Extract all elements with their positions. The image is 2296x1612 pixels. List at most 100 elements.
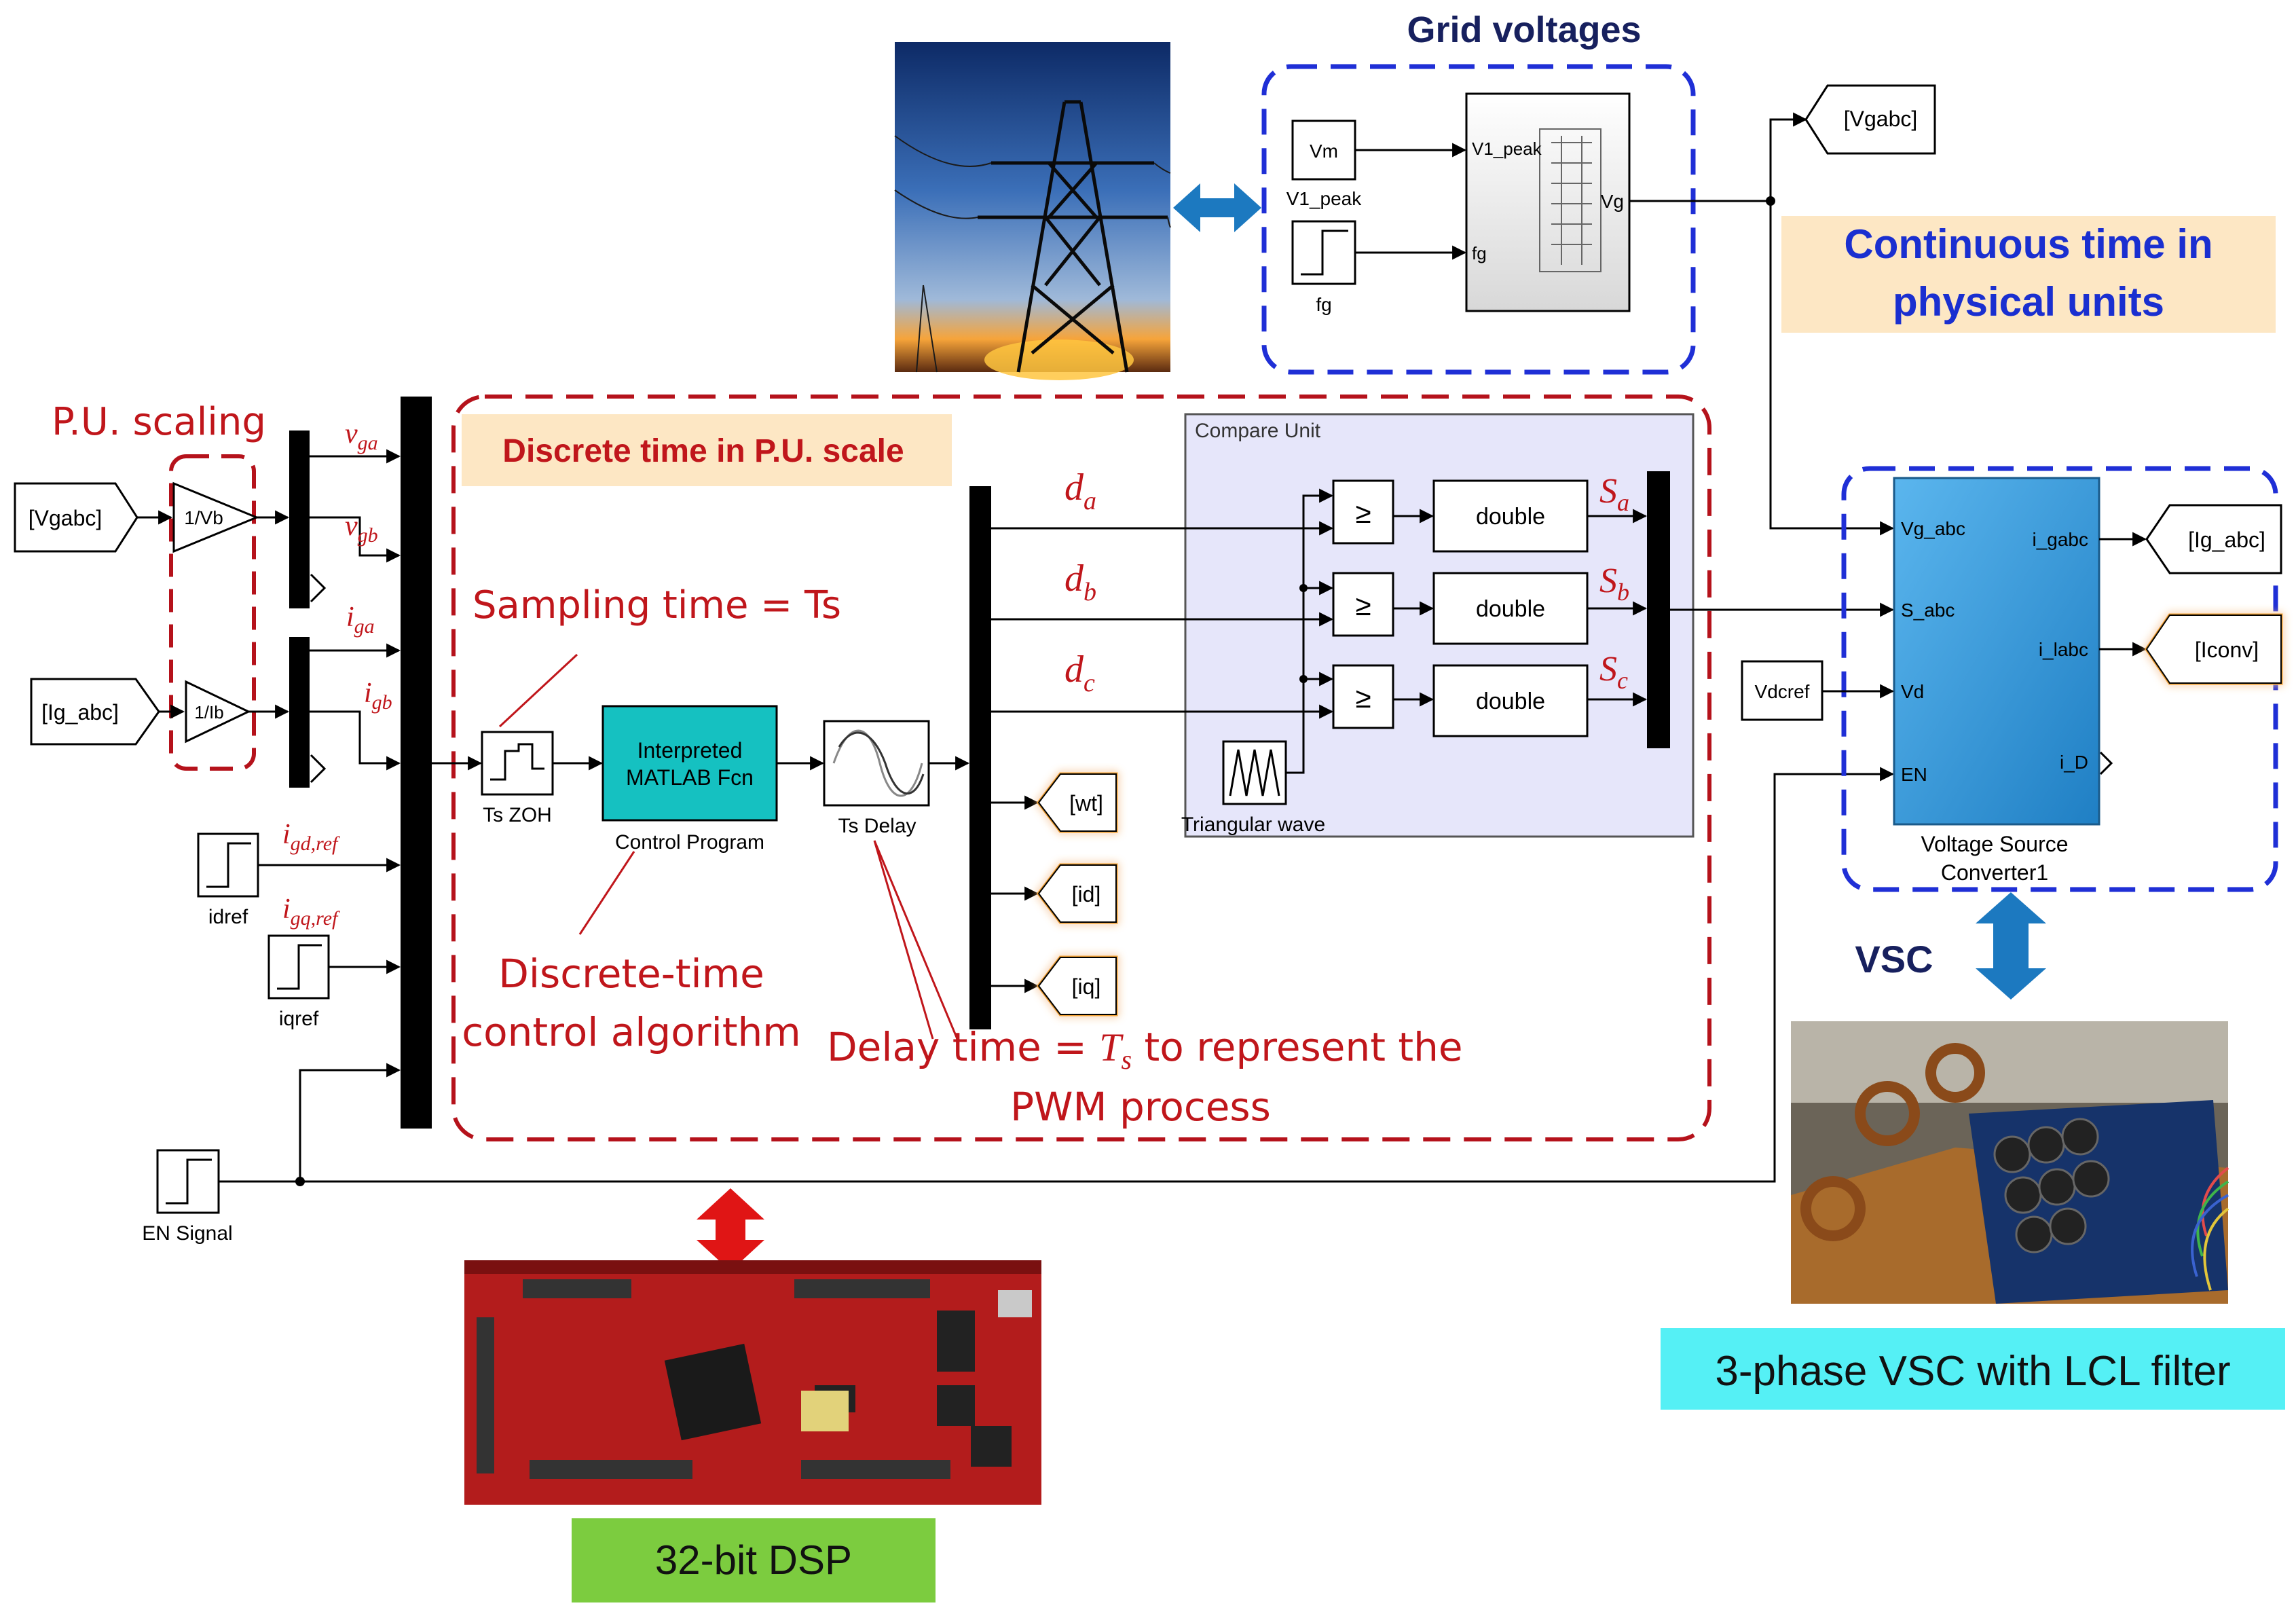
vsc-double-arrow-icon [1976,892,2046,1000]
comparator-c[interactable] [1332,664,1394,729]
fg-label: fg [1316,294,1331,315]
vgabc-from-label: [Vgabc] [29,506,103,530]
ts-delay-label: Ts Delay [838,815,916,837]
dsp-double-arrow-icon [697,1188,764,1271]
source-in-fg: fg [1472,243,1487,263]
vsc-out-id: i_D [2060,752,2088,773]
signal-d-b: db [1064,557,1096,606]
ts-zoh-label: Ts ZOH [483,804,552,826]
gain-vb-label: 1/Vb [184,507,223,528]
comparator-c-symbol: ≥ [1355,682,1371,714]
vgabc-from-tag[interactable] [14,482,138,553]
demux-i-bar[interactable] [289,637,310,788]
control-program-label: Control Program [615,831,764,854]
signal-i-gqref: igq,ref [282,894,340,930]
comparator-a-symbol: ≥ [1355,497,1371,529]
signal-i-ga: iga [346,602,375,638]
double-convert-a[interactable] [1432,479,1589,553]
vsc-hardware-photo [1791,1021,2229,1304]
double-c-label: double [1476,689,1545,714]
signal-s-a: Sa [1599,472,1629,516]
interpreted-line1: Interpreted [637,738,743,763]
mux-s-bar[interactable] [1647,471,1670,748]
id-goto-label: [id] [1072,882,1101,906]
discrete-time-frame [451,395,1711,1141]
compare-unit-label: Compare Unit [1195,420,1321,442]
vsc-caption-box [1661,1328,2285,1410]
sampling-pointer [498,653,578,728]
discrete-time-title: Discrete time in P.U. scale [502,433,904,469]
demux-v-bar[interactable] [289,431,310,608]
dsp-caption-box [572,1518,936,1602]
delay-pointer-1 [873,840,934,1040]
gain-ib-block[interactable] [185,680,251,744]
wt-goto-label: [wt] [1069,791,1103,816]
comparator-b[interactable] [1332,572,1394,637]
double-a-label: double [1476,504,1545,530]
interpreted-line2: MATLAB Fcn [626,765,754,790]
grid-double-arrow-icon [1173,183,1261,232]
mux-bar[interactable] [401,397,432,1129]
step-icon [1301,230,1348,276]
zoh-staircase-icon [490,743,544,781]
signal-v-ga: vga [345,418,378,454]
dsp-caption: 32-bit DSP [655,1537,852,1583]
vsc-out-ig: i_gabc [2032,529,2088,550]
igabc-from-tag[interactable] [30,678,160,746]
dsp-board-photo [464,1260,1041,1505]
ts-delay-block[interactable] [823,720,930,807]
grid-voltages-title: Grid voltages [1407,10,1641,50]
vsc-name-line2: Converter1 [1941,860,2048,885]
idref-label: idref [208,906,248,928]
delay-waveform-icon [832,729,925,797]
signal-s-b: Sb [1599,562,1629,606]
double-convert-c[interactable] [1432,664,1589,737]
iqref-label: iqref [279,1008,319,1030]
step-icon [206,842,251,888]
discrete-alg-line1: Discrete-time [498,951,764,997]
interpreted-matlab-fcn-block[interactable] [601,705,778,822]
continuous-time-box [1781,216,2276,333]
vm-constant-block[interactable] [1291,120,1356,181]
igabc-goto-label: [Ig_abc] [2188,528,2265,552]
vgabc-goto-label: [Vgabc] [1844,107,1918,131]
signal-i-gdref: igd,ref [282,819,340,855]
vdcref-label: Vdcref [1755,681,1810,702]
step-icon [166,1158,212,1205]
vsc-title: VSC [1855,938,1933,981]
igabc-from-label: [Ig_abc] [41,700,119,725]
three-phase-source-block[interactable] [1465,92,1631,312]
vsc-in-s: S_abc [1901,600,1955,621]
vgabc-goto-tag[interactable] [1804,84,1936,155]
delay-time-line2: PWM process [1010,1084,1271,1130]
gain-ib-label: 1/Ib [194,702,223,722]
iconv-goto-label: [Iconv] [2195,638,2259,662]
ts-zoh-block[interactable] [481,731,554,796]
vsc-block[interactable] [1893,477,2100,826]
signal-d-a: da [1064,466,1096,515]
source-internals-icon [1539,128,1601,272]
algorithm-pointer [578,851,635,935]
delay-time-line1: Delay time = Ts to represent the [827,1024,1463,1075]
en-signal-label: EN Signal [142,1222,232,1245]
discrete-alg-line2: control algorithm [462,1009,800,1055]
double-b-label: double [1476,596,1545,622]
vsc-in-en: EN [1901,764,1927,785]
demux-d-bar[interactable] [969,486,991,1029]
gain-vb-block[interactable] [172,481,259,553]
pu-scaling-frame [169,454,256,771]
pu-scaling-title: P.U. scaling [52,400,266,444]
goto-tags: [wt] [id] [iq] [991,772,1118,1016]
comparator-b-symbol: ≥ [1355,589,1371,621]
iq-goto-label: [iq] [1072,974,1101,999]
igabc-goto-tag[interactable] [2145,504,2282,574]
comparator-a[interactable] [1332,479,1394,545]
discrete-time-box [462,414,952,486]
vdcref-constant-block[interactable] [1741,660,1823,721]
signal-v-gb: vgb [345,511,378,547]
continuous-time-line1: Continuous time in [1844,221,2212,267]
triangle-wave-icon [1229,749,1280,796]
delay-pointer-2 [873,840,959,1040]
vsc-name-line1: Voltage Source [1921,832,2068,856]
source-out-vg: Vg [1601,191,1624,212]
